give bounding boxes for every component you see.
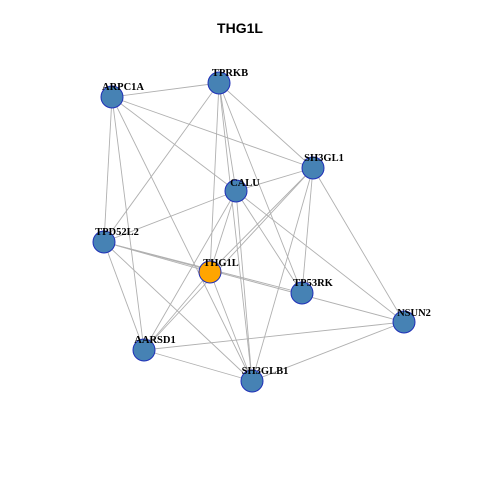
edge-thg1l-aarsd1: [143, 271, 211, 351]
node-arpc1a[interactable]: ARPC1A: [100, 82, 144, 109]
edge-calu-nsun2: [235, 190, 405, 323]
edge-arpc1a-sh3gl1: [111, 96, 314, 169]
edge-sh3gl1-tp53rk: [301, 167, 314, 294]
edge-arpc1a-tpd52l2: [103, 96, 113, 243]
node-circle[interactable]: [92, 230, 116, 254]
edge-calu-tp53rk: [235, 190, 303, 294]
node-label: TPRKB: [212, 68, 248, 79]
node-sh3glb1[interactable]: SH3GLB1: [240, 366, 289, 393]
node-label: TPD52L2: [95, 227, 139, 238]
node-tprkb[interactable]: TPRKB: [207, 68, 248, 95]
edge-arpc1a-sh3glb1: [111, 96, 253, 382]
node-circle[interactable]: [301, 156, 325, 180]
node-label: SH3GL1: [304, 153, 344, 164]
node-circle[interactable]: [132, 338, 156, 362]
edge-tprkb-calu: [218, 82, 237, 192]
node-label: SH3GLB1: [242, 366, 289, 377]
node-tp53rk[interactable]: TP53RK: [290, 278, 334, 305]
edge-calu-tpd52l2: [103, 190, 237, 243]
edge-calu-thg1l: [209, 190, 237, 273]
node-circle[interactable]: [198, 260, 222, 284]
node-label: CALU: [230, 178, 260, 189]
edge-arpc1a-tprkb: [111, 82, 220, 98]
node-calu[interactable]: CALU: [224, 178, 260, 203]
node-tpd52l2[interactable]: TPD52L2: [92, 227, 139, 254]
edge-calu-aarsd1: [143, 190, 237, 351]
edge-sh3gl1-nsun2: [312, 167, 405, 323]
node-sh3gl1[interactable]: SH3GL1: [301, 153, 344, 180]
edge-layer: [103, 82, 405, 382]
edge-sh3glb1-nsun2: [251, 321, 405, 382]
node-label: TP53RK: [293, 278, 334, 289]
edge-tprkb-sh3glb1: [218, 82, 253, 382]
node-aarsd1[interactable]: AARSD1: [132, 335, 176, 362]
edge-aarsd1-nsun2: [143, 321, 405, 351]
edge-sh3gl1-calu: [235, 167, 314, 192]
node-label: THG1L: [203, 258, 239, 269]
edge-thg1l-sh3glb1: [209, 271, 253, 382]
edge-tpd52l2-aarsd1: [103, 241, 145, 351]
node-thg1l[interactable]: THG1L: [198, 258, 239, 284]
edge-sh3gl1-aarsd1: [143, 167, 314, 351]
edge-tprkb-thg1l: [209, 82, 220, 273]
node-label: NSUN2: [397, 308, 431, 319]
node-label: AARSD1: [134, 335, 175, 346]
edge-sh3gl1-thg1l: [209, 167, 314, 273]
edge-tpd52l2-nsun2: [103, 241, 405, 323]
node-circle[interactable]: [207, 71, 231, 95]
edge-tprkb-tp53rk: [218, 82, 303, 294]
edge-tprkb-tpd52l2: [103, 82, 220, 243]
node-circle[interactable]: [100, 85, 124, 109]
edge-aarsd1-sh3glb1: [143, 349, 253, 382]
node-circle[interactable]: [224, 179, 248, 203]
graph-title: THG1L: [217, 20, 263, 36]
edge-tprkb-sh3gl1: [218, 82, 314, 169]
edge-calu-sh3glb1: [235, 190, 253, 382]
node-circle[interactable]: [290, 281, 314, 305]
edge-arpc1a-aarsd1: [111, 96, 145, 351]
edge-tpd52l2-sh3glb1: [103, 241, 253, 382]
node-circle[interactable]: [392, 310, 416, 334]
edge-sh3gl1-sh3glb1: [251, 167, 314, 382]
node-label: ARPC1A: [102, 82, 144, 93]
node-circle[interactable]: [240, 369, 264, 393]
edge-arpc1a-calu: [111, 96, 237, 192]
node-nsun2[interactable]: NSUN2: [392, 308, 431, 334]
